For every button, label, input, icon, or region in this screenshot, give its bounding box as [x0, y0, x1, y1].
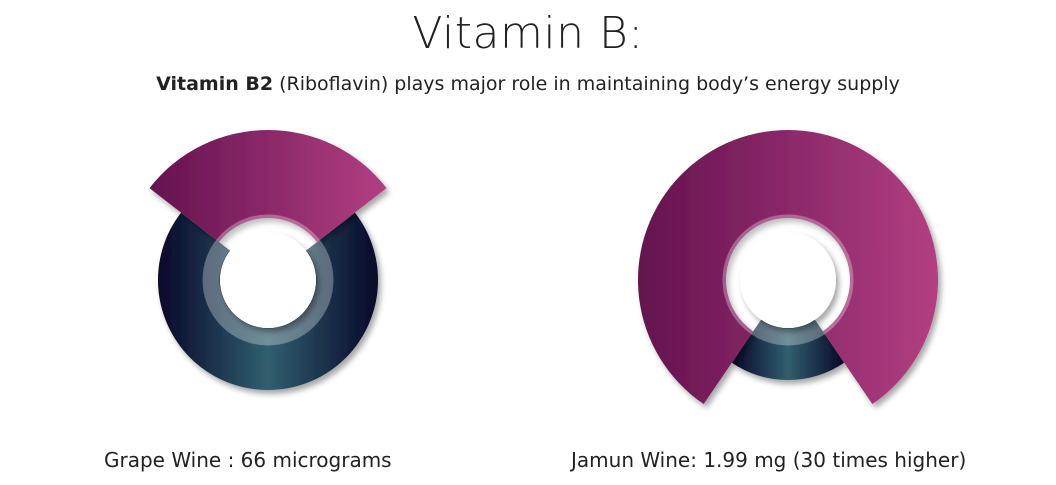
slice-highlight: [149, 129, 387, 242]
slice-rest: [158, 212, 378, 390]
inner-ring: [722, 214, 854, 346]
page-title: Vitamin B:: [412, 8, 644, 59]
jamun-wine-caption: Jamun Wine: 1.99 mg (30 times higher): [571, 448, 967, 472]
inner-ring: [202, 214, 334, 346]
donut-hole: [220, 232, 316, 328]
slice-rest: [731, 319, 845, 380]
subtitle-text: (Riboflavin) plays major role in maintai…: [273, 73, 900, 95]
grape-wine-caption: Grape Wine : 66 micrograms: [104, 448, 392, 472]
slice-highlight: [638, 129, 938, 405]
donut-hole: [740, 232, 836, 328]
subtitle: Vitamin B2 (Riboflavin) plays major role…: [0, 73, 1056, 95]
subtitle-bold: Vitamin B2: [156, 73, 274, 95]
